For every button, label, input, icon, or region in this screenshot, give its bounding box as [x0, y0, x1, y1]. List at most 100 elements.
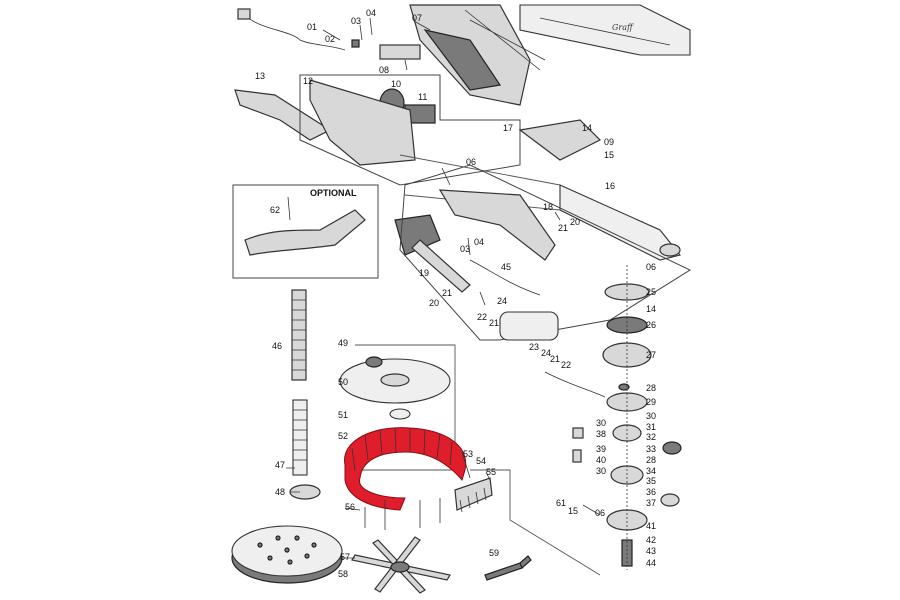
label-24-bottom: 24 — [541, 348, 551, 358]
bearing-33 — [662, 441, 682, 455]
label-45: 45 — [501, 262, 511, 272]
label-53: 53 — [463, 449, 473, 459]
label-46: 46 — [272, 341, 282, 351]
optional-hose-box: OPTIONAL — [232, 184, 379, 279]
label-13: 13 — [255, 71, 265, 81]
spider-plate-57 — [351, 536, 451, 594]
label-43: 43 — [646, 546, 656, 556]
label-57: 57 — [340, 552, 350, 562]
label-29: 29 — [646, 397, 656, 407]
label-25: 25 — [646, 287, 656, 297]
lower-frame — [470, 469, 601, 576]
brush-ring-52 — [344, 427, 467, 511]
label-62: 62 — [270, 205, 280, 215]
label-28-top: 28 — [646, 383, 656, 393]
label-30-bottom: 30 — [596, 466, 606, 476]
label-20-left: 20 — [429, 298, 439, 308]
label-37: 37 — [646, 498, 656, 508]
part-38 — [572, 427, 584, 439]
label-56: 56 — [345, 502, 355, 512]
label-08: 08 — [379, 65, 389, 75]
label-10: 10 — [391, 79, 401, 89]
label-02: 02 — [325, 34, 335, 44]
label-30-top: 30 — [646, 411, 656, 421]
sanding-pad-58 — [231, 525, 343, 584]
label-20-right: 20 — [570, 217, 580, 227]
label-04-mid: 04 — [474, 237, 484, 247]
hose-62 — [244, 209, 366, 256]
label-33: 33 — [646, 444, 656, 454]
label-21-left: 21 — [442, 288, 452, 298]
plate-frame — [355, 344, 456, 471]
label-03: 03 — [351, 16, 361, 26]
label-30-left: 30 — [596, 418, 606, 428]
label-54: 54 — [476, 456, 486, 466]
label-11: 11 — [418, 92, 427, 102]
brush-segment-53 — [454, 477, 493, 513]
label-34: 34 — [646, 466, 656, 476]
part-49 — [365, 356, 383, 368]
label-15-bottom: 15 — [568, 506, 578, 516]
pcb-17 — [518, 119, 602, 161]
label-04: 04 — [366, 8, 376, 18]
label-38: 38 — [596, 429, 606, 439]
handle-13 — [234, 89, 332, 141]
label-14-top: 14 — [582, 123, 592, 133]
label-31: 31 — [646, 422, 656, 432]
label-50: 50 — [338, 377, 348, 387]
motor-cable — [544, 371, 606, 398]
label-23: 23 — [529, 342, 539, 352]
screws-56 — [364, 498, 441, 530]
label-32: 32 — [646, 432, 656, 442]
label-41: 41 — [646, 521, 656, 531]
label-22-left: 22 — [477, 312, 487, 322]
label-48: 48 — [275, 487, 285, 497]
plate-50-hub — [380, 373, 410, 387]
tube-end — [659, 243, 681, 257]
label-22-right: 22 — [561, 360, 571, 370]
label-14-right: 14 — [646, 304, 656, 314]
arm-joint — [394, 214, 441, 256]
label-36: 36 — [646, 487, 656, 497]
label-17: 17 — [503, 123, 513, 133]
allen-key-59 — [484, 555, 532, 581]
label-18: 18 — [543, 202, 553, 212]
spring-47 — [292, 399, 308, 476]
label-19: 19 — [419, 268, 429, 278]
bearing-37 — [660, 493, 680, 507]
label-61: 61 — [556, 498, 566, 508]
label-12: 12 — [303, 76, 313, 86]
label-24-top: 24 — [497, 296, 507, 306]
gasket-23 — [499, 311, 559, 341]
label-58: 58 — [338, 569, 348, 579]
brand-logo: Graff — [612, 23, 634, 32]
label-35: 35 — [646, 476, 656, 486]
label-51: 51 — [338, 410, 348, 420]
part-03 — [351, 39, 360, 48]
arm-19 — [411, 239, 471, 293]
label-27: 27 — [646, 350, 656, 360]
label-21-right: 21 — [558, 223, 568, 233]
label-42: 42 — [646, 535, 656, 545]
label-09: 09 — [604, 137, 614, 147]
label-28-mid: 28 — [646, 455, 656, 465]
power-cord-01 — [237, 8, 346, 51]
extension-tube-16 — [559, 184, 681, 261]
label-06-bottom: 06 — [595, 508, 605, 518]
label-44: 44 — [646, 558, 656, 568]
label-47: 47 — [275, 460, 285, 470]
housing-12 — [309, 79, 416, 166]
label-21-bottom: 21 — [550, 354, 560, 364]
optional-label: OPTIONAL — [310, 188, 357, 198]
label-15-top: 15 — [604, 150, 614, 160]
label-16: 16 — [605, 181, 615, 191]
label-49: 49 — [338, 338, 348, 348]
label-21-gasket: 21 — [489, 318, 499, 328]
label-55: 55 — [486, 467, 496, 477]
motor-stack — [602, 265, 652, 570]
arm-18 — [438, 189, 556, 261]
hose-46 — [291, 289, 307, 381]
wire-45 — [469, 259, 541, 296]
upper-housing-07 — [409, 4, 546, 106]
